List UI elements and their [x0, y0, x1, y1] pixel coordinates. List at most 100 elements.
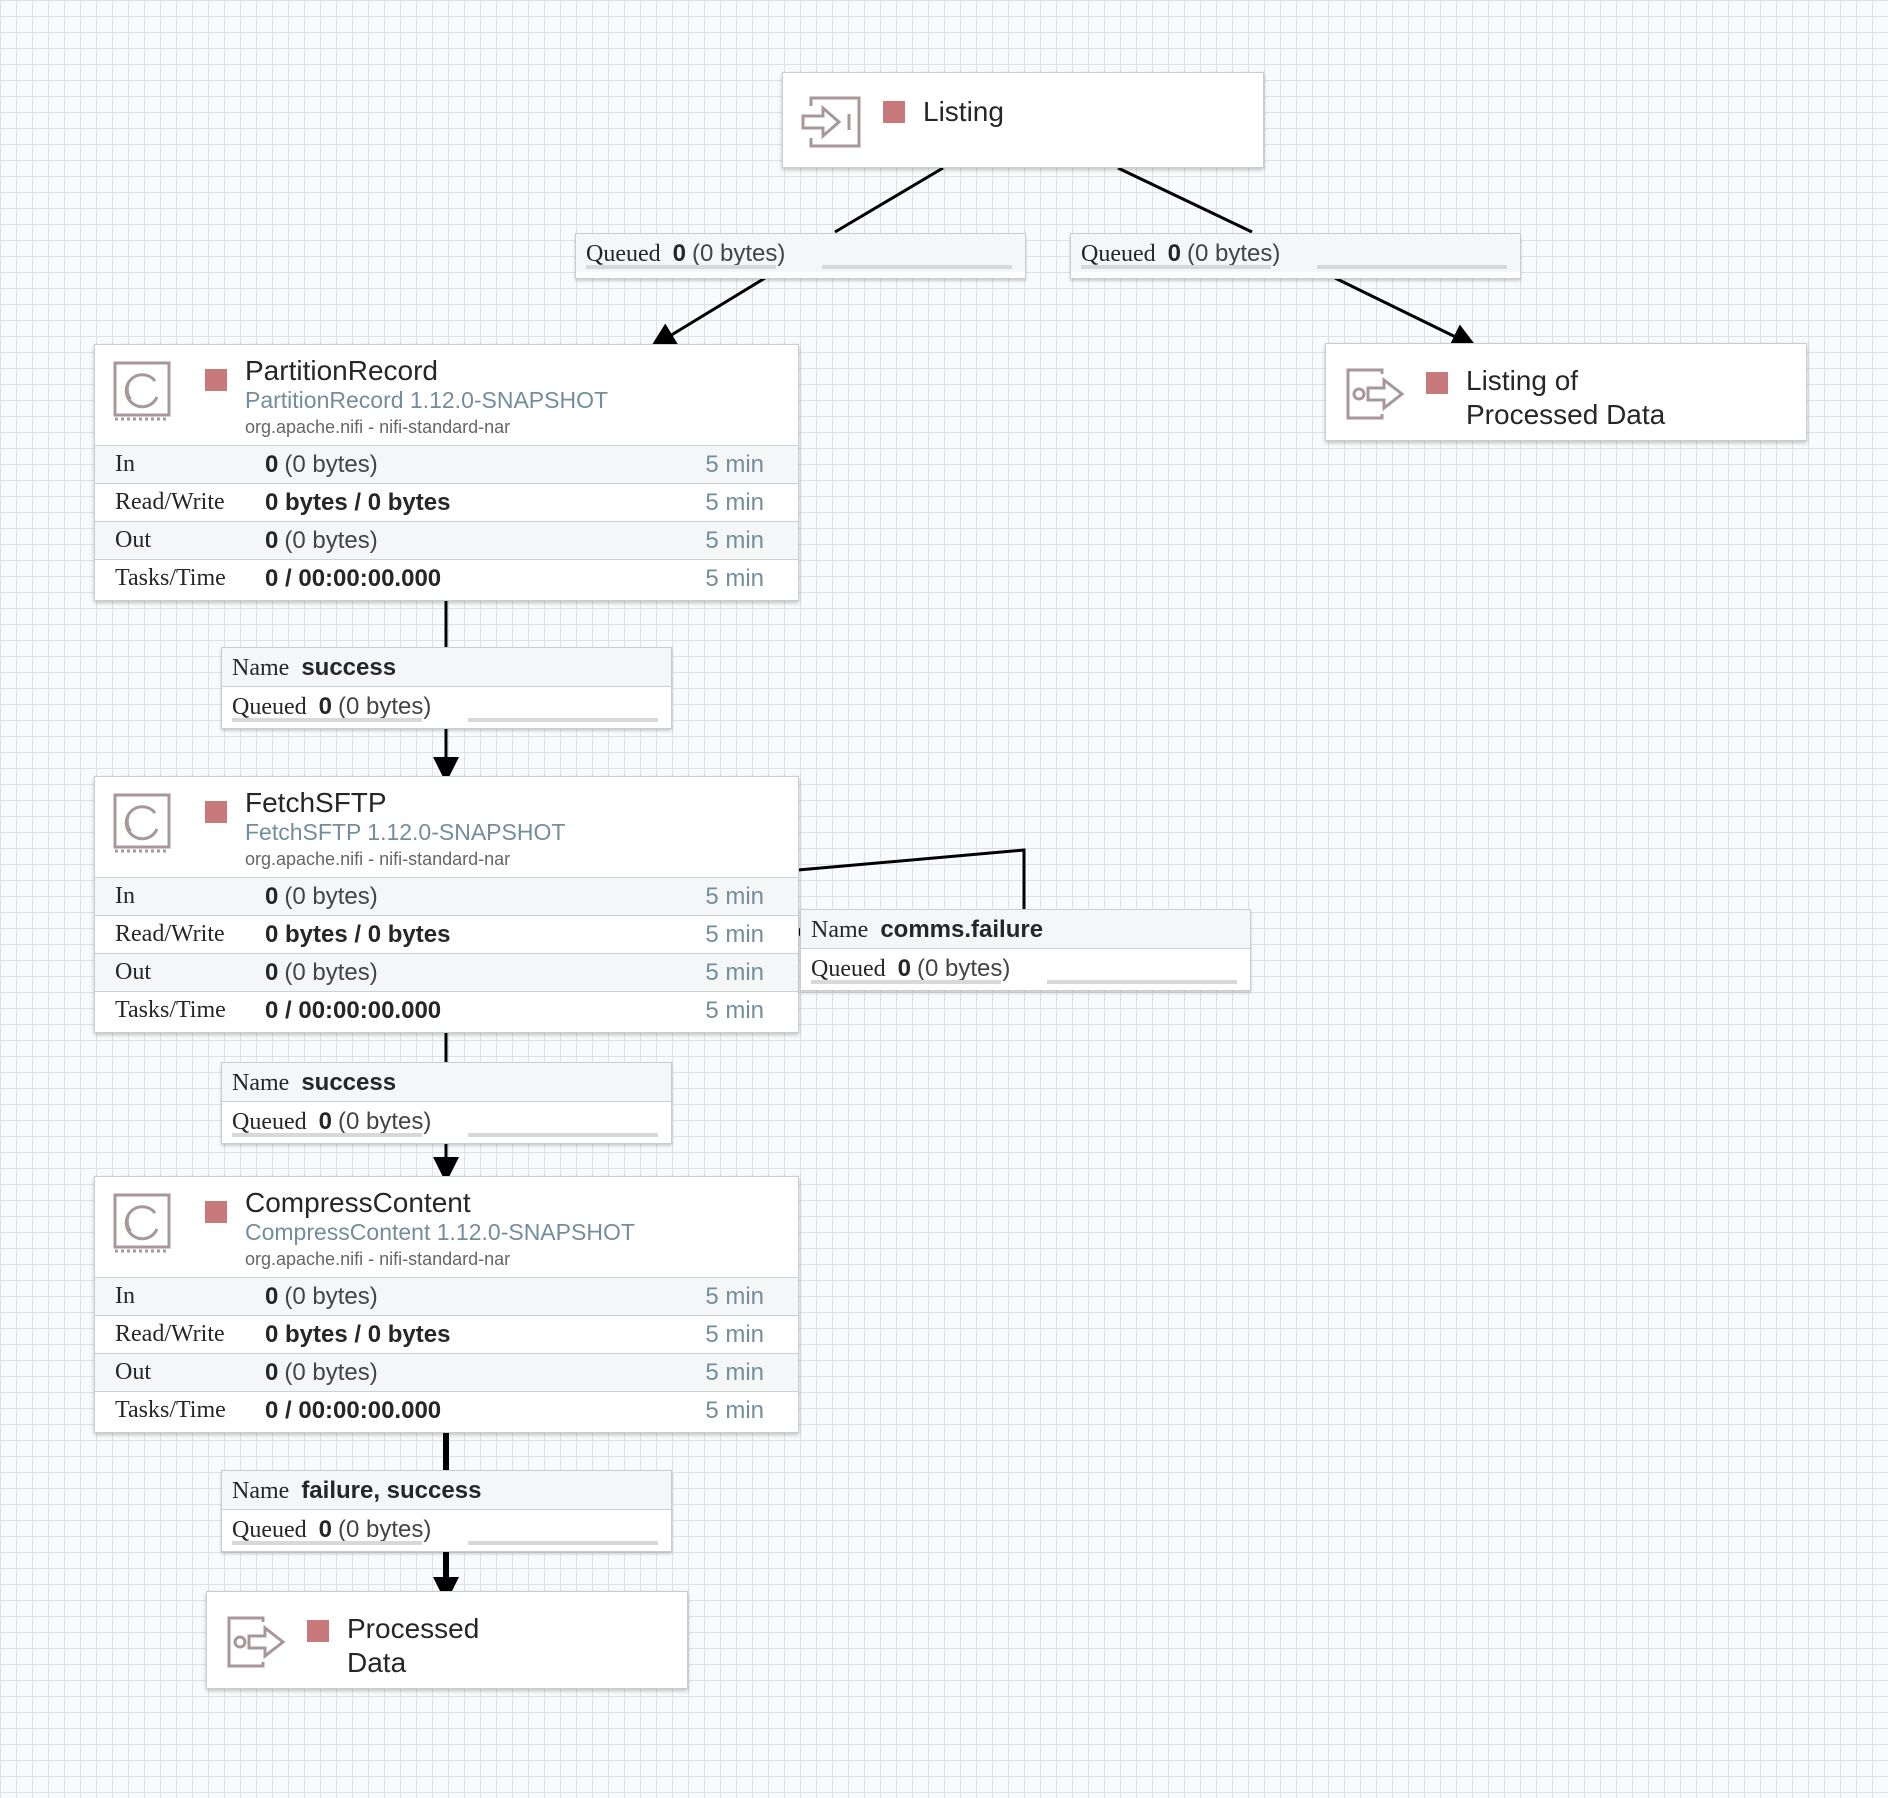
queued-size: (0 bytes)	[917, 955, 1011, 982]
processor-name: CompressContent	[245, 1187, 471, 1218]
name-label: Name	[232, 1478, 290, 1504]
processor-name: FetchSFTP	[245, 787, 387, 818]
processor-type: PartitionRecord 1.12.0-SNAPSHOT	[245, 387, 609, 413]
relationship-name: success	[301, 654, 397, 681]
stats-label: Read/Write	[115, 489, 225, 515]
queued-label: Queued	[232, 694, 307, 720]
queue-size-bar	[822, 265, 1012, 269]
stats-value: 0 / 00:00:00.000	[265, 997, 441, 1025]
stats-label: Tasks/Time	[115, 565, 226, 591]
stats-value: 0 bytes / 0 bytes	[265, 1321, 450, 1349]
stopped-status-icon	[1426, 372, 1448, 394]
stats-size: (0 bytes)	[284, 883, 378, 910]
input-port-icon	[801, 88, 865, 152]
queued-count: 0	[1167, 240, 1181, 267]
queued-size: (0 bytes)	[338, 1516, 432, 1543]
wire-self-loop[interactable]	[797, 848, 1026, 910]
stats-value: 0 (0 bytes)	[265, 1359, 378, 1387]
stopped-status-icon	[883, 101, 905, 123]
processor-stats: In 0 (0 bytes) 5 min Read/Write 0 bytes …	[95, 877, 798, 1029]
queued-count: 0	[318, 1108, 332, 1135]
queued-label: Queued	[811, 956, 886, 982]
stats-window: 5 min	[705, 565, 764, 592]
wire-listing-to-output-b[interactable]	[1334, 276, 1478, 348]
relationship-name: failure, success	[301, 1477, 482, 1504]
queued-label: Queued	[232, 1517, 307, 1543]
stats-bytes: 0 bytes / 0 bytes	[265, 921, 451, 948]
stats-value: 0 / 00:00:00.000	[265, 565, 441, 593]
name-label: Name	[811, 917, 869, 943]
stats-bytes: 0 bytes / 0 bytes	[265, 489, 451, 516]
listing-input-port[interactable]: Listing	[782, 72, 1264, 168]
processor-bundle: org.apache.nifi - nifi-standard-nar	[245, 1249, 511, 1269]
queued-size: (0 bytes)	[338, 693, 432, 720]
stats-window: 5 min	[705, 527, 764, 554]
stats-count: 0	[265, 959, 279, 986]
stats-label: Out	[115, 959, 151, 985]
stats-window: 5 min	[705, 1321, 764, 1348]
queue-count-bar	[586, 265, 776, 269]
stats-row-out: Out 0 (0 bytes) 5 min	[95, 1354, 798, 1392]
processor-stats: In 0 (0 bytes) 5 min Read/Write 0 bytes …	[95, 1277, 798, 1429]
stats-value: 0 bytes / 0 bytes	[265, 489, 450, 517]
stats-row-read-write: Read/Write 0 bytes / 0 bytes 5 min	[95, 484, 798, 522]
stats-label: Out	[115, 527, 151, 553]
stats-tasks: 0 / 00:00:00.000	[265, 997, 442, 1024]
stats-tasks: 0 / 00:00:00.000	[265, 1397, 442, 1424]
stats-value: 0 (0 bytes)	[265, 451, 378, 479]
processor-icon	[111, 791, 175, 855]
stats-count: 0	[265, 451, 279, 478]
stats-window: 5 min	[705, 1397, 764, 1424]
stats-window: 5 min	[705, 883, 764, 910]
listing-of-processed-data-output-port[interactable]: Listing of Processed Data	[1325, 343, 1807, 441]
stats-label: In	[115, 451, 135, 477]
port-name-line-2: Data	[347, 1647, 407, 1678]
stats-size: (0 bytes)	[284, 527, 378, 554]
connection-name: Name failure, success	[232, 1477, 481, 1505]
stats-label: Read/Write	[115, 1321, 225, 1347]
wire-listing-to-partition-a[interactable]	[834, 166, 944, 234]
stats-count: 0	[265, 1359, 279, 1386]
stats-row-out: Out 0 (0 bytes) 5 min	[95, 954, 798, 992]
port-name-line-2: Processed Data	[1466, 399, 1666, 430]
port-name-line-1: Listing of	[1466, 365, 1579, 396]
wire-listing-to-partition-b[interactable]	[649, 276, 766, 349]
processor-partitionrecord[interactable]: PartitionRecord PartitionRecord 1.12.0-S…	[94, 344, 799, 601]
stopped-status-icon	[205, 1201, 227, 1223]
stats-row-read-write: Read/Write 0 bytes / 0 bytes 5 min	[95, 916, 798, 954]
stats-size: (0 bytes)	[284, 451, 378, 478]
processed-data-output-port[interactable]: Processed Data	[206, 1591, 688, 1689]
processor-fetchsftp[interactable]: FetchSFTP FetchSFTP 1.12.0-SNAPSHOT org.…	[94, 776, 799, 1033]
queue-count-bar	[1081, 265, 1271, 269]
processor-compresscontent[interactable]: CompressContent CompressContent 1.12.0-S…	[94, 1176, 799, 1433]
processor-bundle: org.apache.nifi - nifi-standard-nar	[245, 417, 511, 437]
queue-count-bar	[232, 718, 422, 722]
stats-count: 0	[265, 883, 279, 910]
stats-row-tasks-time: Tasks/Time 0 / 00:00:00.000 5 min	[95, 992, 798, 1029]
queue-size-bar	[468, 718, 658, 722]
queued-size: (0 bytes)	[1187, 240, 1281, 267]
wire-listing-to-output-a[interactable]	[1117, 166, 1253, 234]
stats-window: 5 min	[705, 1359, 764, 1386]
queue-count-bar	[232, 1133, 422, 1137]
queued-count: 0	[672, 240, 686, 267]
name-label: Name	[232, 1070, 290, 1096]
stats-label: In	[115, 1283, 135, 1309]
port-name-line-1: Processed	[347, 1613, 480, 1644]
output-port-icon	[1344, 360, 1408, 424]
stats-bytes: 0 bytes / 0 bytes	[265, 1321, 451, 1348]
stats-row-tasks-time: Tasks/Time 0 / 00:00:00.000 5 min	[95, 560, 798, 597]
